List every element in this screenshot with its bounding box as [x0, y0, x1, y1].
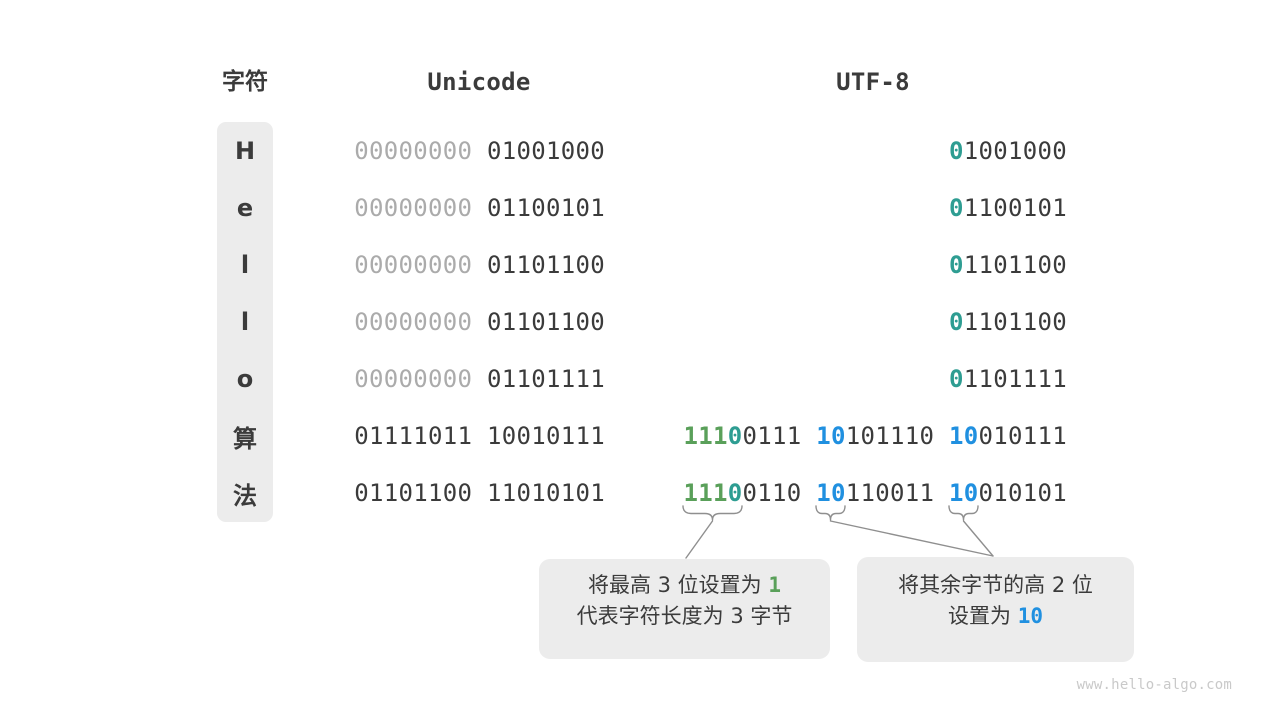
utf8-value: 01001000 [949, 137, 1067, 165]
unicode-value: 00000000 01101111 [354, 365, 605, 393]
unicode-segment: 01001000 [487, 136, 605, 165]
underbrace-continuation-byte-2 [815, 505, 846, 521]
callout-segment: 10 [1017, 604, 1043, 628]
callout-text-line: 将最高 3 位设置为 1 [539, 570, 830, 601]
unicode-value: 00000000 01001000 [354, 137, 605, 165]
unicode-segment: 00000000 [354, 250, 487, 279]
callout-continuation-bits: 将其余字节的高 2 位设置为 10 [857, 557, 1134, 662]
underbrace-high-bits [682, 505, 743, 521]
callout-segment: 代表字符长度为 3 字节 [576, 604, 793, 628]
char-cell: 法 [233, 481, 257, 510]
callout-segment: 设置为 [948, 604, 1018, 628]
unicode-segment: 01100101 [487, 193, 605, 222]
unicode-value: 00000000 01100101 [354, 194, 605, 222]
utf8-segment: 0 [949, 365, 964, 394]
utf8-segment: 010101 [978, 479, 1067, 508]
callout-line-right-a [829, 520, 994, 557]
unicode-segment: 01101100 [487, 250, 605, 279]
watermark: www.hello-algo.com [1076, 677, 1232, 693]
callout-segment: 将其余字节的高 2 位 [898, 573, 1093, 597]
utf8-segment: 110011 [845, 479, 949, 508]
callout-text-line: 设置为 10 [857, 601, 1134, 632]
utf8-value: 01101111 [949, 365, 1067, 393]
unicode-value: 00000000 01101100 [354, 251, 605, 279]
header-utf8-column: UTF-8 [836, 68, 910, 96]
utf8-segment: 111 [683, 479, 728, 508]
unicode-value: 00000000 01101100 [354, 308, 605, 336]
underbrace-continuation-byte-3 [948, 505, 979, 521]
header-unicode-column: Unicode [427, 68, 531, 96]
utf8-segment: 10 [949, 422, 979, 451]
callout-segment: 1 [768, 573, 782, 597]
utf8-value: 11100110 10110011 10010101 [684, 479, 1068, 507]
unicode-segment: 00000000 [354, 193, 487, 222]
char-cell: l [240, 307, 250, 336]
utf8-segment: 010111 [978, 422, 1067, 451]
callout-line-left [685, 520, 714, 559]
utf8-segment: 1101100 [963, 250, 1067, 279]
char-cell: e [236, 193, 254, 222]
utf8-segment: 0 [727, 422, 743, 451]
utf8-segment: 1101111 [963, 365, 1067, 394]
utf8-segment: 0 [949, 193, 964, 222]
header-char-column: 字符 [222, 69, 268, 95]
utf8-segment: 0 [949, 250, 964, 279]
utf8-segment: 0 [949, 136, 964, 165]
utf8-segment: 1101100 [963, 308, 1067, 336]
utf8-segment: 0111 [742, 422, 817, 451]
utf8-segment: 101110 [845, 422, 949, 451]
utf8-segment: 1100101 [963, 193, 1067, 222]
utf8-segment: 10 [816, 479, 846, 508]
utf8-segment: 10 [816, 422, 846, 451]
char-cell: o [236, 365, 254, 394]
unicode-segment: 01101100 11010101 [354, 479, 605, 508]
callout-line-right-b [962, 520, 994, 557]
utf8-value: 01101100 [949, 308, 1067, 336]
utf8-segment: 0 [949, 308, 964, 336]
utf8-value: 11100111 10101110 10010111 [684, 422, 1068, 450]
callout-high-bits: 将最高 3 位设置为 1 代表字符长度为 3 字节 [539, 559, 830, 659]
callout-segment: 将最高 3 位设置为 [587, 573, 769, 597]
char-cell: H [234, 136, 256, 165]
unicode-segment: 00000000 [354, 136, 487, 165]
char-cell: l [240, 250, 250, 279]
char-cell: 算 [233, 424, 257, 453]
utf8-value: 01101100 [949, 251, 1067, 279]
unicode-segment: 01101111 [487, 365, 605, 394]
unicode-segment: 01111011 10010111 [354, 422, 605, 451]
unicode-segment: 01101100 [487, 308, 605, 336]
utf8-segment: 0 [727, 479, 743, 508]
unicode-value: 01111011 10010111 [354, 422, 605, 450]
unicode-segment: 00000000 [354, 308, 487, 336]
unicode-value: 01101100 11010101 [354, 479, 605, 507]
utf8-segment: 1001000 [963, 136, 1067, 165]
unicode-segment: 00000000 [354, 365, 487, 394]
utf8-segment: 111 [683, 422, 728, 451]
utf8-segment: 0110 [742, 479, 817, 508]
utf8-segment: 10 [949, 479, 979, 508]
utf8-value: 01100101 [949, 194, 1067, 222]
callout-text-line: 将其余字节的高 2 位 [857, 570, 1134, 601]
callout-text-line: 代表字符长度为 3 字节 [539, 601, 830, 632]
